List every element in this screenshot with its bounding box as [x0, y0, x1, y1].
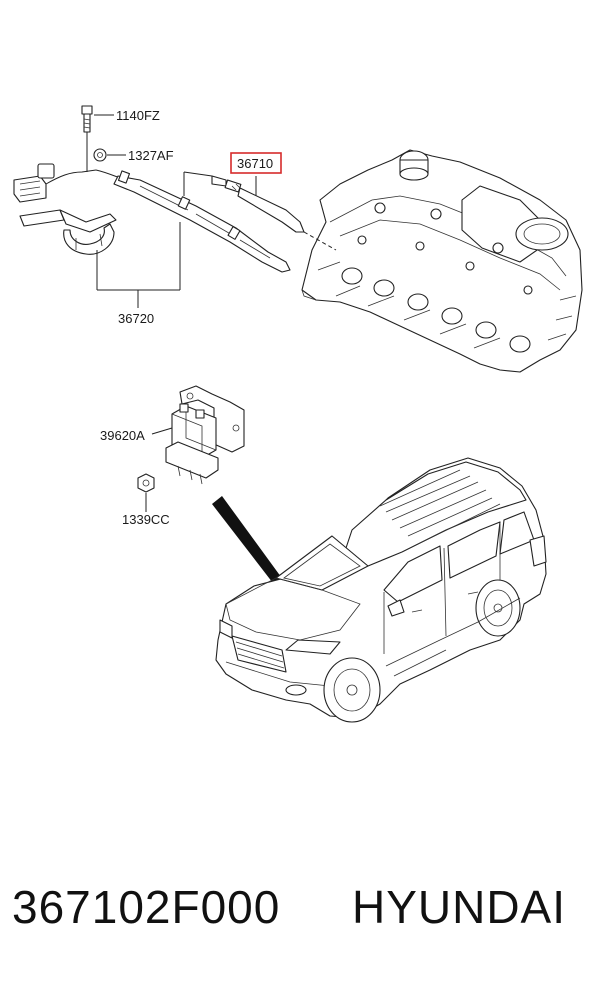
location-pointer [212, 496, 292, 600]
brand-name: HYUNDAI [352, 881, 567, 933]
nut-icon [93, 148, 107, 162]
callout-36710: 36710 [237, 156, 273, 171]
cylinder-head-icon [301, 149, 583, 373]
vehicle-icon [215, 457, 547, 723]
callout-39620a: 39620A [100, 428, 145, 443]
callout-36720: 36720 [118, 311, 154, 326]
part-number: 367102F000 [12, 881, 281, 933]
connector-icon [13, 163, 55, 203]
footer: 367102F000 HYUNDAI [0, 880, 600, 950]
callout-1140fz: 1140FZ [116, 108, 160, 123]
nut-lower-icon [137, 473, 155, 493]
glow-controller-icon [165, 385, 245, 485]
glow-plug-icon [211, 175, 305, 233]
highlight-box [230, 152, 282, 174]
bracket-icon [19, 209, 117, 255]
callout-1327af: 1327AF [128, 148, 174, 163]
callout-1339cc: 1339CC [122, 512, 170, 527]
bolt-icon [81, 105, 93, 133]
